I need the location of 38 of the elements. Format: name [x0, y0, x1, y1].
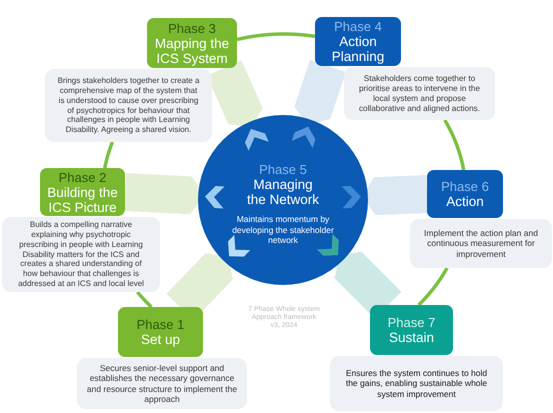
phase-title: Set up [140, 332, 180, 347]
description-text: Secures senior-level support and establishes the necessary governance and resource structure to implement the approach [86, 362, 238, 404]
description-text: Builds a compelling narrative explaining why psychotropic prescribing in people with Learning Disability matters for the ICS and creates a shared understanding of how behaviour that challenges is addressed at an ICS and local level [17, 220, 145, 289]
phase-title: Building the ICS Picture [46, 184, 119, 214]
description-card [77, 358, 247, 409]
phase-box [315, 17, 401, 66]
description-text: Ensures the system continues to hold the gains, enabling sustainable whole system improvement [344, 368, 488, 400]
phase-title: Managing the Network [246, 177, 320, 207]
description-card [2, 217, 160, 292]
phase-box [40, 168, 125, 216]
description-card [45, 69, 212, 142]
phase-box [370, 305, 453, 355]
description-text: Brings stakeholders together to create a comprehensive map of the system that is understood to cause over prescribing of psychotropics for behaviour that challenges in people with Learning Disability. Agreeing a shared vision. [56, 76, 200, 135]
phase-number: Phase 6 [441, 179, 489, 194]
description-card [330, 356, 503, 411]
connector-line [443, 118, 466, 172]
description-text: Implement the action plan and continuous measurement for improvement [423, 228, 539, 260]
phase-number: Phase 3 [168, 20, 216, 36]
description-card [344, 67, 495, 120]
phase-box [147, 18, 237, 68]
phase-number: Phase 4 [334, 19, 382, 34]
phase-number: Phase 7 [388, 315, 436, 330]
phase-title: Sustain [388, 330, 434, 345]
phase-title: Mapping the ICS System [154, 36, 230, 66]
connector-line [103, 140, 114, 170]
connector-line [416, 266, 449, 307]
description-text: Maintains momentum by developing the stakeholder network [231, 214, 335, 246]
phase-box [118, 307, 203, 357]
phase-number: Phase 1 [136, 317, 184, 332]
phase-title: Action [446, 194, 484, 209]
phase-title: Action Planning [330, 34, 386, 64]
phase-box [427, 170, 503, 218]
phase-number: Phase 5 [259, 162, 307, 177]
phase-number: Phase 2 [58, 170, 106, 184]
description-text: Stakeholders come together to prioritise areas to intervene in the local system and propose collaborative and aligned actions. [358, 74, 482, 114]
description-card [410, 219, 552, 268]
connector-line [136, 290, 154, 309]
connector-line [235, 32, 317, 42]
